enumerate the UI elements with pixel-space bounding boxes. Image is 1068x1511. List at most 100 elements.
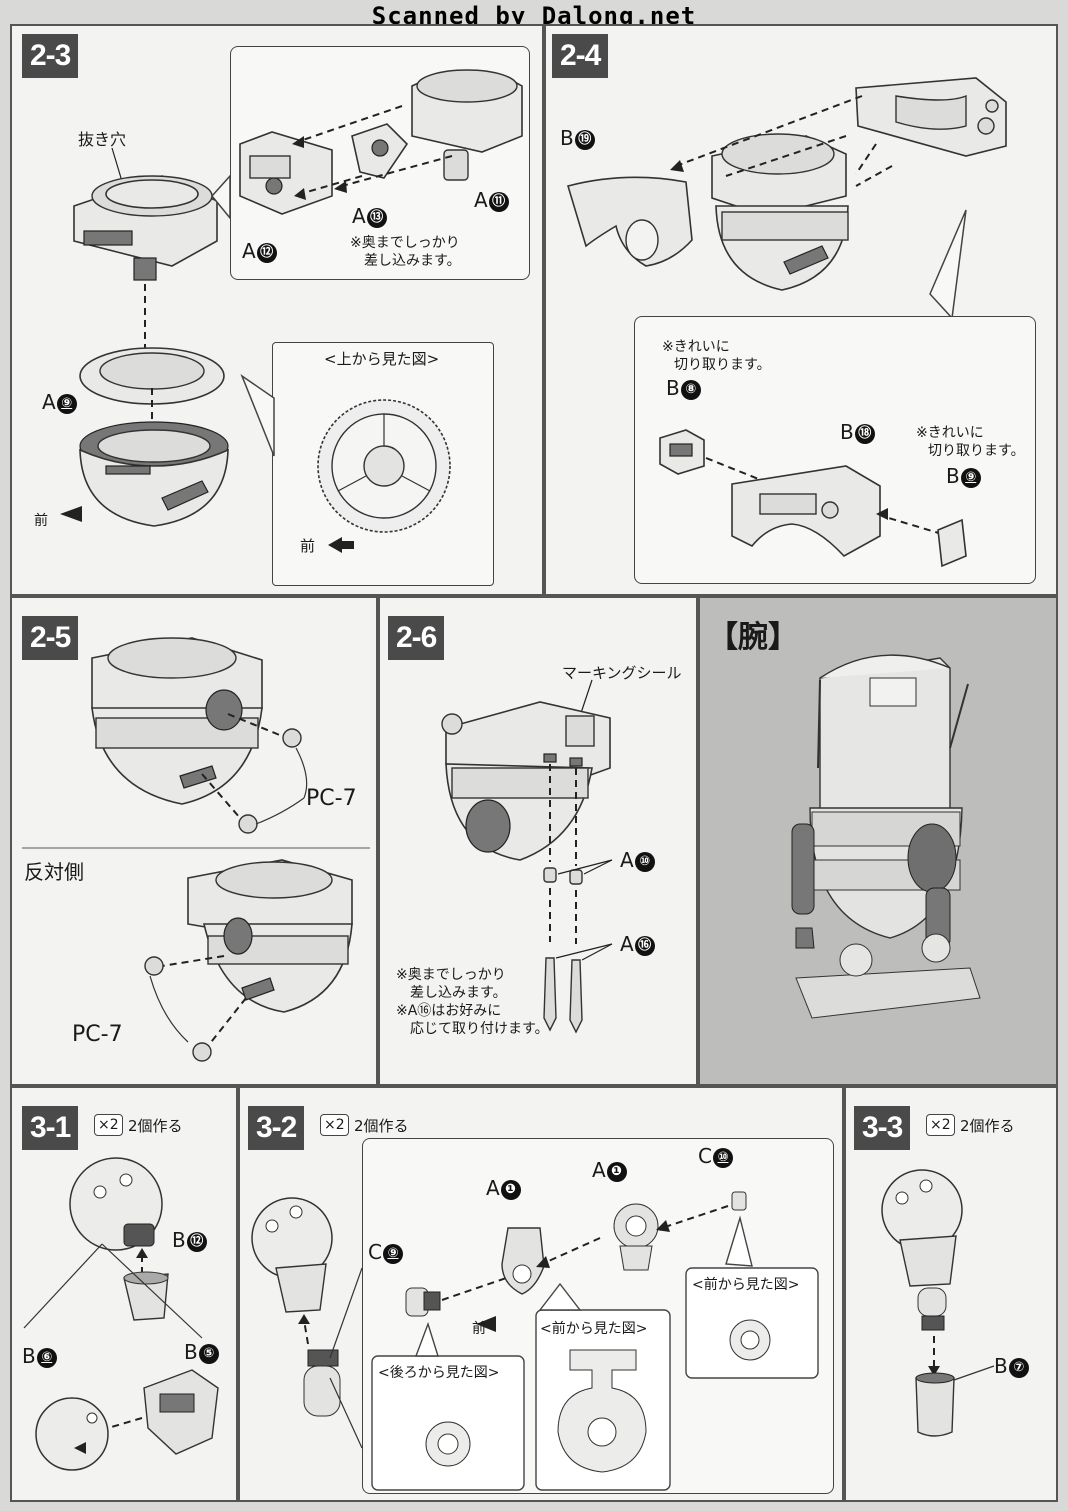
part-number: ⑨ — [960, 467, 981, 488]
step-number: 3-2 — [248, 1106, 305, 1150]
back-view-title: <後ろから見た図> — [378, 1365, 500, 1381]
note-line: ※奥までしっかり — [396, 967, 506, 983]
quantity-text: 2個作る — [128, 1117, 183, 1135]
front-label: 前 — [34, 513, 48, 529]
detail-illustration — [659, 429, 967, 568]
part-letter: B — [22, 1344, 36, 1368]
part-letter: A — [242, 239, 256, 263]
elbow-joint-illustration — [251, 1191, 819, 1491]
note-line: 切り取ります。 — [674, 357, 771, 373]
step-number: 2-3 — [22, 34, 79, 78]
insert-note: ※奥までしっかり 差し込みます。 — [350, 234, 461, 270]
shoulder-ball-illustration — [23, 1157, 219, 1471]
part-number: ⑯ — [634, 935, 655, 956]
core-pc7-illustration — [22, 637, 370, 1062]
part-letter: B — [840, 420, 854, 444]
part-letter: B — [666, 376, 680, 400]
step-number: 2-6 — [388, 616, 445, 660]
panel-step-3-2: 3-2 ×2 2個作る — [238, 1086, 844, 1502]
part-number: ⑥ — [36, 1347, 57, 1368]
note-line: ※きれいに — [662, 339, 730, 355]
hole-label: 抜き穴 — [78, 130, 127, 149]
pc7-label-1: PC-7 — [306, 786, 357, 811]
part-letter: A — [486, 1176, 500, 1200]
part-number: ❶ — [500, 1179, 521, 1200]
antenna-notes: ※奥までしっかり 差し込みます。 ※A⑯はお好みに 応じて取り付けます。 — [396, 966, 549, 1038]
note-line: 差し込みます。 — [364, 253, 461, 269]
quantity-text: 2個作る — [354, 1117, 409, 1135]
top-view-tire — [240, 373, 451, 553]
panel-step-2-5: 2-5 PC-7 反対側 PC-7 — [10, 596, 378, 1086]
part-letter: A — [592, 1158, 606, 1182]
part-number: ⑪ — [488, 191, 509, 212]
note-line: 切り取ります。 — [928, 443, 1025, 459]
part-number: ⑩ — [634, 851, 655, 872]
part-letter: B — [172, 1228, 186, 1252]
part-letter: B — [994, 1354, 1008, 1378]
core-top-illustration — [60, 147, 229, 527]
top-view-title: <上から見た図> — [324, 350, 440, 368]
part-letter: C — [368, 1240, 382, 1264]
cut-note-2: ※きれいに 切り取ります。 — [916, 424, 1025, 460]
part-letter: B — [184, 1340, 198, 1364]
pc7-label-2: PC-7 — [72, 1022, 123, 1047]
part-letter: C — [698, 1144, 712, 1168]
part-letter: A — [620, 848, 634, 872]
part-number: ⑤ — [198, 1343, 219, 1364]
note-line: ※きれいに — [916, 425, 984, 441]
marking-sticker-label: マーキングシール — [562, 664, 682, 682]
assembled-robot-render — [791, 654, 981, 1019]
step-number: 2-5 — [22, 616, 79, 660]
note-line: 差し込みます。 — [410, 985, 507, 1001]
part-number: ⑲ — [574, 129, 595, 150]
step-number: 2-4 — [552, 34, 609, 78]
step-number: 3-3 — [854, 1106, 911, 1150]
core-shell-illustration — [566, 77, 1007, 320]
front-label: 前 — [472, 1321, 486, 1337]
note-line: ※奥までしっかり — [350, 235, 460, 251]
opposite-side-label: 反対側 — [24, 860, 84, 884]
part-letter: A — [42, 390, 56, 414]
quantity-badge: ×2 — [320, 1114, 349, 1136]
arm-render-panel: 【腕】 — [698, 596, 1058, 1086]
core-antenna-illustration — [441, 679, 613, 1034]
note-line: 応じて取り付けます。 — [410, 1021, 549, 1037]
part-number: ⑱ — [854, 423, 875, 444]
quantity-text: 2個作る — [960, 1117, 1015, 1135]
part-letter: A — [474, 188, 488, 212]
part-number: ⑨ — [56, 393, 77, 414]
part-number: ⑩ — [712, 1147, 733, 1168]
quantity-badge: ×2 — [926, 1114, 955, 1136]
part-number: ⑬ — [366, 207, 387, 228]
part-letter: A — [620, 932, 634, 956]
part-letter: B — [946, 464, 960, 488]
forearm-illustration — [881, 1169, 995, 1437]
part-number: ❶ — [606, 1161, 627, 1182]
exploded-housing-parts — [211, 69, 523, 221]
part-letter: B — [560, 126, 574, 150]
quantity-badge: ×2 — [94, 1114, 123, 1136]
cut-note-1: ※きれいに 切り取ります。 — [662, 338, 771, 374]
part-number: ⑦ — [1008, 1357, 1029, 1378]
